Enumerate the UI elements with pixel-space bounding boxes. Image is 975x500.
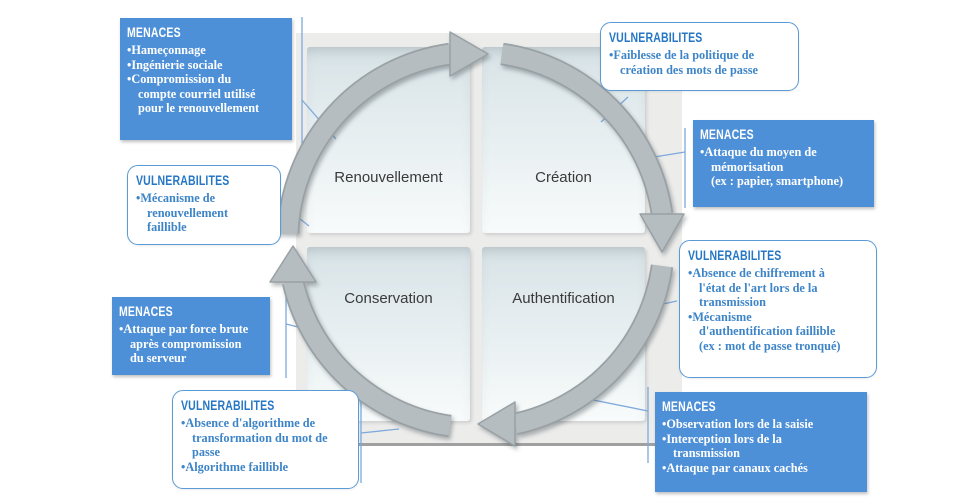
callout-item: Hameçonnage	[127, 43, 285, 58]
callout-title: VULNERABILITES	[688, 248, 782, 263]
callout-list: Faiblesse de la politique de création de…	[609, 48, 790, 77]
quadrant-label: Renouvellement	[334, 169, 443, 186]
callout-item: Algorithme faillible	[181, 460, 350, 475]
callout-item: Mécanisme de renouvellement faillible	[136, 191, 272, 235]
quadrant-renouvellement: Renouvellement	[307, 47, 470, 233]
callout-title: MENACES	[662, 399, 716, 414]
callout-item: Attaque par canaux cachés	[662, 461, 860, 476]
callout-list: Absence de chiffrement à l'état de l'art…	[688, 266, 868, 353]
callout-title: MENACES	[700, 127, 754, 142]
callout-vulnerabilites-bottom-left: VULNERABILITES Absence d'algorithme de t…	[172, 390, 359, 489]
callout-title: VULNERABILITES	[136, 173, 230, 188]
callout-item: Absence d'algorithme de transformation d…	[181, 416, 350, 460]
callout-title: MENACES	[119, 304, 173, 319]
callout-title: VULNERABILITES	[609, 30, 703, 45]
callout-list: Mécanisme de renouvellement faillible	[136, 191, 272, 235]
quadrant-label: Authentification	[512, 290, 615, 307]
callout-item: Compromission du compte courriel utilisé…	[127, 72, 285, 116]
callout-item: Mécanisme d'authentification faillible (…	[688, 310, 868, 354]
callout-list: Attaque du moyen de mémorisation (ex : p…	[700, 145, 867, 189]
callout-menaces-right: MENACES Attaque du moyen de mémorisation…	[693, 120, 874, 207]
callout-title: VULNERABILITES	[181, 398, 275, 413]
callout-vulnerabilites-top-right: VULNERABILITES Faiblesse de la politique…	[600, 22, 799, 91]
callout-item: Interception lors de la transmission	[662, 432, 860, 461]
callout-item: Faiblesse de la politique de création de…	[609, 48, 790, 77]
callout-list: Observation lors de la saisie Intercepti…	[662, 417, 860, 475]
callout-vulnerabilites-left: VULNERABILITES Mécanisme de renouvelleme…	[127, 165, 281, 245]
callout-list: Attaque par force brute après compromiss…	[119, 322, 263, 366]
quadrant-label: Création	[535, 169, 592, 186]
callout-title: MENACES	[127, 25, 181, 40]
callout-item: Attaque du moyen de mémorisation (ex : p…	[700, 145, 867, 189]
callout-vulnerabilites-right-lower: VULNERABILITES Absence de chiffrement à …	[679, 240, 877, 378]
callout-item: Absence de chiffrement à l'état de l'art…	[688, 266, 868, 310]
callout-list: Hameçonnage Ingénierie sociale Compromis…	[127, 43, 285, 116]
callout-menaces-bottom-right: MENACES Observation lors de la saisie In…	[655, 392, 867, 492]
callout-list: Absence d'algorithme de transformation d…	[181, 416, 350, 474]
callout-item: Observation lors de la saisie	[662, 417, 860, 432]
quadrant-authentification: Authentification	[482, 247, 645, 421]
callout-menaces-left-lower: MENACES Attaque par force brute après co…	[112, 297, 270, 375]
callout-item: Attaque par force brute après compromiss…	[119, 322, 263, 366]
quadrant-label: Conservation	[344, 290, 433, 307]
callout-menaces-top-left: MENACES Hameçonnage Ingénierie sociale C…	[120, 18, 292, 140]
callout-item: Ingénierie sociale	[127, 58, 285, 73]
